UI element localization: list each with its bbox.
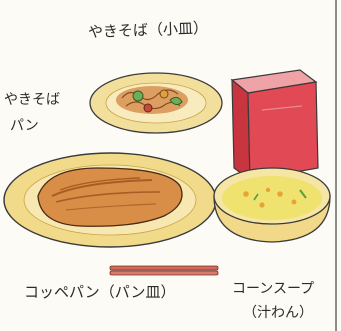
- label-yakisoba-pan-line2: パン: [10, 118, 39, 134]
- koppepan-bread: [37, 167, 183, 227]
- label-yakisoba-pan-line1: やきそば: [4, 92, 60, 108]
- label-corn-soup-line1: コーンスープ: [232, 281, 315, 297]
- milk-carton: [230, 69, 319, 182]
- yakisoba-noodles: [116, 86, 188, 114]
- soup-bowl: [213, 167, 331, 243]
- label-koppepan-plate: コッペパン（パン皿）: [24, 283, 176, 301]
- label-corn-soup-line2: （汁わん）: [243, 305, 313, 321]
- chopsticks: [109, 265, 219, 276]
